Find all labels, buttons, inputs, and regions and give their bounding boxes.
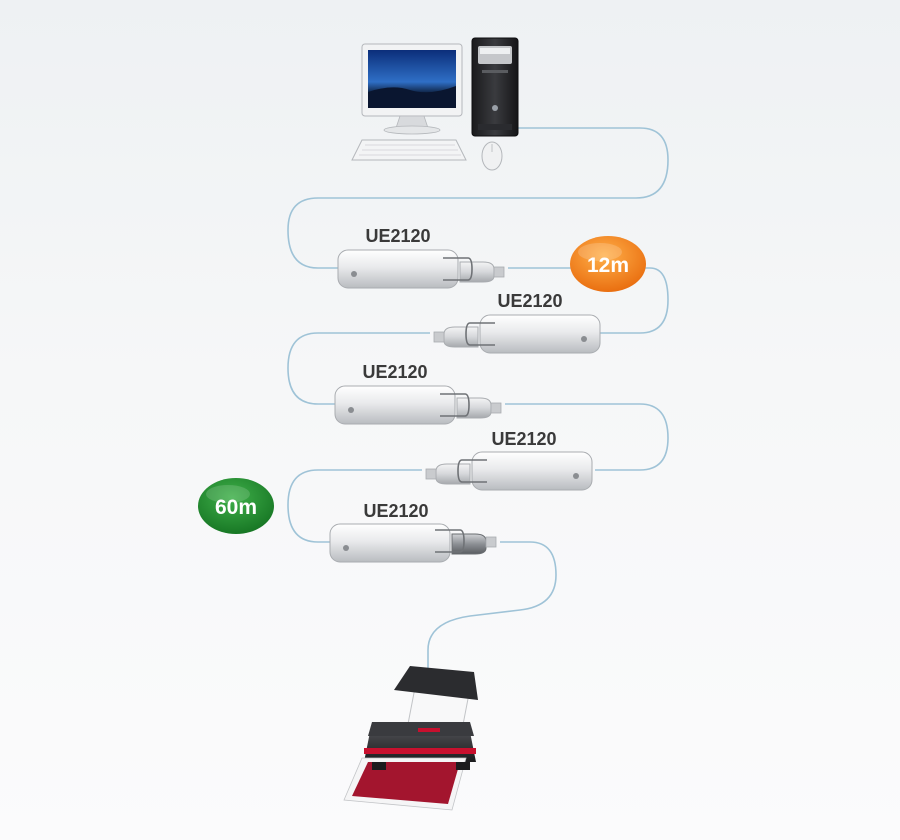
cable-path bbox=[287, 127, 669, 672]
distance-badge-12m: 12m bbox=[570, 236, 646, 292]
badge-text: 12m bbox=[587, 254, 629, 277]
extender-2: UE2120 bbox=[433, 291, 601, 354]
badge-text: 60m bbox=[215, 496, 257, 519]
printer-icon bbox=[343, 666, 478, 811]
desktop-computer-icon bbox=[351, 37, 519, 171]
extender-label: UE2120 bbox=[362, 362, 427, 382]
extender-5: UE2120 bbox=[329, 501, 497, 563]
extender-label: UE2120 bbox=[363, 501, 428, 521]
extender-label: UE2120 bbox=[365, 226, 430, 246]
extender-4: UE2120 bbox=[425, 429, 593, 491]
extender-1: UE2120 bbox=[337, 226, 505, 289]
extender-label: UE2120 bbox=[491, 429, 556, 449]
extender-label: UE2120 bbox=[497, 291, 562, 311]
extender-3: UE2120 bbox=[334, 362, 502, 425]
distance-badge-60m: 60m bbox=[198, 478, 274, 534]
